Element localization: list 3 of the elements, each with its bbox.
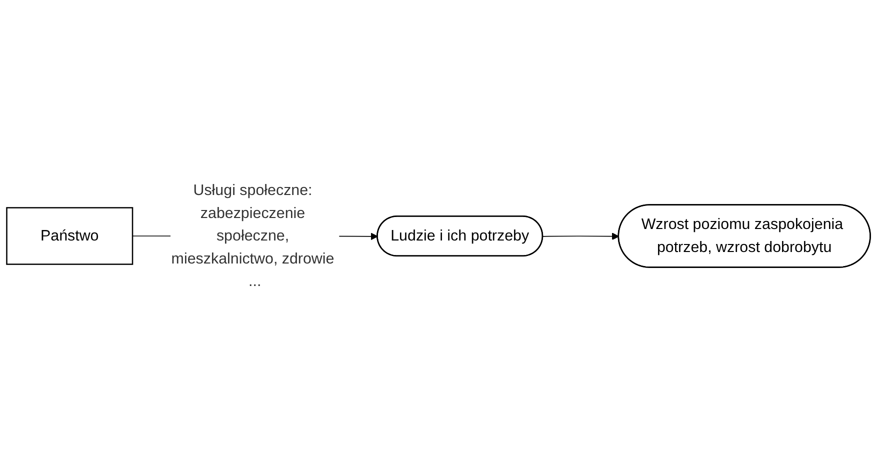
arrow [542, 232, 620, 240]
node-box: Państwo [6, 207, 134, 265]
edge-label: Usługi społeczne: zabezpieczenie społeczne, mieszkalnictwo, zdrowie ... [171, 182, 334, 290]
